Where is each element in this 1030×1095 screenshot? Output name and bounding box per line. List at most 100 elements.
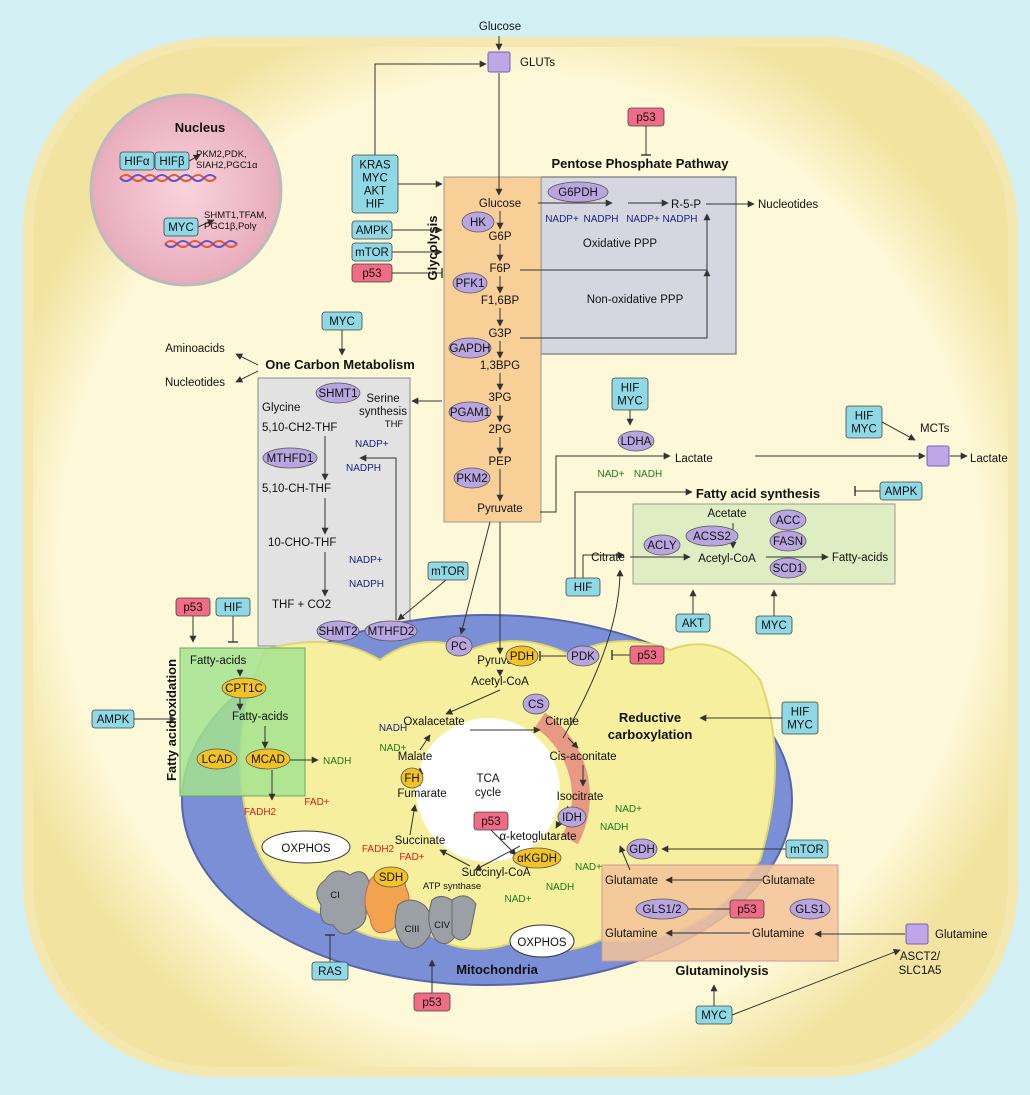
hif-citrate-arrow: [582, 551, 625, 578]
acc-enzyme-shape: [769, 509, 807, 531]
ppp-box: [540, 176, 737, 355]
akgdh-enzyme: αKGDH: [512, 847, 562, 869]
p53-glycolysis-box: p53: [351, 263, 393, 283]
cs-enzyme-label: CS: [528, 699, 544, 711]
pfk1-enzyme-shape: [452, 272, 488, 294]
ldha-nadh: NADH: [634, 469, 662, 480]
ocm-nadph1: NADPH: [346, 463, 381, 474]
hif-fao-box-label: HIF: [224, 602, 243, 614]
lactate-intracellular-label: Lactate: [675, 453, 713, 465]
acetylcoa-to-oaa-arrow: [445, 689, 501, 715]
pyruvate-to-lactate-arrow: [540, 452, 671, 513]
acly-enzyme-label: ACLY: [647, 540, 677, 552]
akg-label: α-ketoglutarate: [500, 831, 577, 843]
fatty-acids-fao-1: Fatty-acids: [190, 655, 246, 667]
hif-fao-box: HIF: [215, 597, 251, 617]
fatty-acids-fao-2: Fatty-acids: [232, 711, 288, 723]
pgam1-enzyme-label: PGAM1: [450, 407, 490, 419]
pfk1-enzyme: PFK1: [452, 272, 488, 294]
ampk-fas-box: AMPK: [879, 481, 923, 501]
ldha-enzyme-label: LDHA: [621, 436, 652, 448]
gluts-label: GLUTs: [520, 57, 555, 69]
akgdh-enzyme-shape: [512, 847, 562, 869]
oxalacetate-label: Oxalacetate: [403, 716, 464, 728]
asct2-transporter: [905, 923, 929, 945]
p53-ppp-box: p53: [627, 107, 665, 127]
pc-enzyme: PC: [445, 635, 473, 657]
p53-gls-box-shape: [729, 899, 765, 919]
glycolysis-metabolite-pep: PEP: [488, 456, 511, 468]
mthfd2-enzyme-shape: [364, 620, 418, 642]
gls1-enzyme-label: GLS1: [795, 904, 824, 916]
lcad-enzyme: LCAD: [196, 748, 238, 770]
cpt1c-enzyme-label: CPT1C: [225, 683, 263, 695]
nucleotides-ocm-label: Nucleotides: [165, 377, 225, 389]
ampk-fao-box-shape: [91, 709, 135, 729]
p53-pdk-box-shape: [629, 645, 665, 665]
p53-etc-box-label: p53: [422, 997, 441, 1009]
hif-myc-mct-box-shape: [845, 405, 883, 439]
oxidative-ppp-label: Oxidative PPP: [583, 238, 657, 250]
ampk-glycolysis-box: AMPK: [351, 220, 393, 240]
lcad-enzyme-label: LCAD: [202, 754, 233, 766]
mthfd1-enzyme-label: MTHFD1: [267, 453, 314, 465]
ppp-title: Pentose Phosphate Pathway: [552, 156, 730, 171]
ras-ci-box-shape: [311, 961, 349, 981]
oxphos-fao-oval: [261, 830, 351, 864]
citrate-to-cis-arrow: [567, 737, 579, 749]
mtor-mthfd-box: mTOR: [427, 561, 469, 581]
scd1-enzyme-label: SCD1: [773, 563, 804, 575]
tca-nadh1: NADH: [379, 723, 407, 734]
ppp-nadph1: NADPH: [583, 214, 618, 225]
ch-thf-label: 5,10-CH-THF: [262, 483, 331, 495]
g6pdh-enzyme-shape: [547, 181, 609, 203]
acss2-enzyme-label: ACSS2: [693, 531, 731, 543]
hif-citrate-box: HIF: [565, 577, 601, 597]
gluts-transporter: [487, 51, 511, 73]
myc-asct2-arrow: [731, 949, 901, 1016]
kras-myc-akt-hif-box-shape: [351, 154, 399, 214]
cpt1c-enzyme: CPT1C: [221, 677, 267, 699]
idh-enzyme: IDH: [557, 806, 587, 828]
fasn-enzyme: FASN: [769, 530, 807, 552]
mthfd2-enzyme-label: MTHFD2: [368, 626, 415, 638]
pyruvate-to-pc-arrow: [459, 521, 491, 635]
gdh-enzyme: GDH: [626, 838, 658, 860]
ras-ci-box: RAS: [311, 961, 349, 981]
cs-enzyme-shape: [522, 693, 550, 715]
ch2-thf-label: 5,10-CH2-THF: [262, 422, 337, 434]
mcad-enzyme-shape: [245, 748, 291, 770]
kras-to-gluts-arrow: [374, 60, 487, 155]
myc-fas-box-label: MYC: [761, 620, 787, 632]
p53-gls-box: p53: [729, 899, 765, 919]
ampk-glycolysis-box-shape: [351, 220, 393, 240]
hif-alpha-box-label: HIFα: [124, 156, 150, 168]
oxphos-fao-label: OXPHOS: [281, 843, 331, 855]
acss2-enzyme: ACSS2: [685, 525, 739, 547]
malate-label: Malate: [398, 751, 433, 763]
glycolysis-metabolite-g6p: G6P: [488, 231, 511, 243]
glycolysis-title: Glycolysis: [425, 215, 440, 280]
glutamine-cyto-label: Glutamine: [752, 928, 804, 940]
mtor-mthfd-box-label: mTOR: [431, 566, 465, 578]
fh-enzyme-label: FH: [404, 773, 419, 785]
myc-target-arrow: [197, 219, 215, 228]
shmt2-enzyme-label: SHMT2: [319, 626, 358, 638]
acc-enzyme: ACC: [769, 509, 807, 531]
glucose-extracellular-label: Glucose: [479, 21, 521, 33]
p53-akgdh-box-shape: [473, 811, 509, 831]
r5p-label: R-5-P: [671, 199, 701, 211]
glycolysis-metabolite-glucose: Glucose: [479, 198, 521, 210]
p53-glycolysis-box-label: p53: [362, 268, 381, 280]
glycolysis-metabolite-g3p: G3P: [488, 328, 511, 340]
acetate-label: Acetate: [708, 508, 747, 520]
tca-cycle-center: [416, 718, 560, 862]
shmt1-enzyme-label: SHMT1: [319, 388, 358, 400]
ocm-nadp1: NADP+: [355, 439, 389, 450]
acetyl-coa-mito-label: Acetyl-CoA: [471, 676, 529, 688]
pkm2-enzyme-label: PKM2: [456, 473, 487, 485]
p53-akgdh-box: p53: [473, 811, 509, 831]
